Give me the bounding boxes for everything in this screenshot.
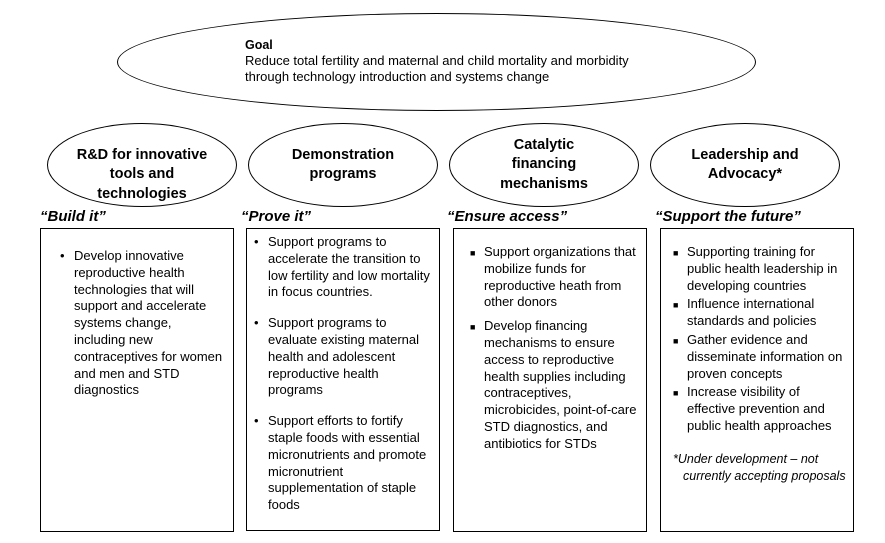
goal-title: Goal <box>245 38 273 52</box>
pillar-rd-title: R&D for innovative tools and technologie… <box>76 146 208 202</box>
list-item: •Develop innovative reproductive health … <box>60 248 223 398</box>
pillar-rd-box: •Develop innovative reproductive health … <box>40 228 234 532</box>
pillar-financing-tagline: “Ensure access” <box>447 208 568 225</box>
pillar-demonstration-tagline: “Prove it” <box>241 208 312 225</box>
pillar-demonstration-box: •Support programs to accelerate the tran… <box>246 228 440 531</box>
pillar-leadership-bullet-list: ■Supporting training for public health l… <box>673 244 847 435</box>
pillar-financing-bullet-list: ■Support organizations that mobilize fun… <box>470 244 640 453</box>
list-item: •Support efforts to fortify staple foods… <box>254 413 427 513</box>
pillar-financing-ellipse: Catalytic financing mechanisms <box>449 123 639 207</box>
pillar-rd-ellipse: R&D for innovative tools and technologie… <box>47 123 237 207</box>
pillar-leadership-title: Leadership and Advocacy* <box>691 146 799 183</box>
pillar-financing-title: Catalytic financing mechanisms <box>500 136 588 192</box>
goal-ellipse <box>117 13 756 111</box>
list-item: ■Increase visibility of effective preven… <box>673 384 832 433</box>
goal-description: Reduce total fertility and maternal and … <box>245 53 629 84</box>
list-item: •Support programs to evaluate existing m… <box>254 315 420 398</box>
list-item: ■Support organizations that mobilize fun… <box>470 244 636 310</box>
pillar-leadership-ellipse: Leadership and Advocacy* <box>650 123 840 207</box>
pillar-rd-tagline: “Build it” <box>40 208 106 225</box>
pillar-demonstration-bullet-list: •Support programs to accelerate the tran… <box>254 234 437 514</box>
goal-text-block: Goal Reduce total fertility and maternal… <box>245 37 665 85</box>
list-item: ■Gather evidence and disseminate informa… <box>673 331 843 381</box>
list-item: ■Develop financing mechanisms to ensure … <box>470 318 637 451</box>
list-item: ■Supporting training for public health l… <box>673 244 838 293</box>
pillar-demonstration-ellipse: Demonstration programs <box>248 123 438 207</box>
pillar-financing-box: ■Support organizations that mobilize fun… <box>453 228 647 532</box>
pillar-rd-bullet-list: •Develop innovative reproductive health … <box>60 248 225 399</box>
pillar-leadership-box: ■Supporting training for public health l… <box>660 228 854 532</box>
pillar-leadership-tagline: “Support the future” <box>655 208 801 225</box>
under-development-note: *Under development – not currently accep… <box>673 451 846 483</box>
list-item: ■Influence international standards and p… <box>673 296 817 329</box>
pillar-demonstration-title: Demonstration programs <box>291 146 395 183</box>
list-item: •Support programs to accelerate the tran… <box>254 234 430 300</box>
